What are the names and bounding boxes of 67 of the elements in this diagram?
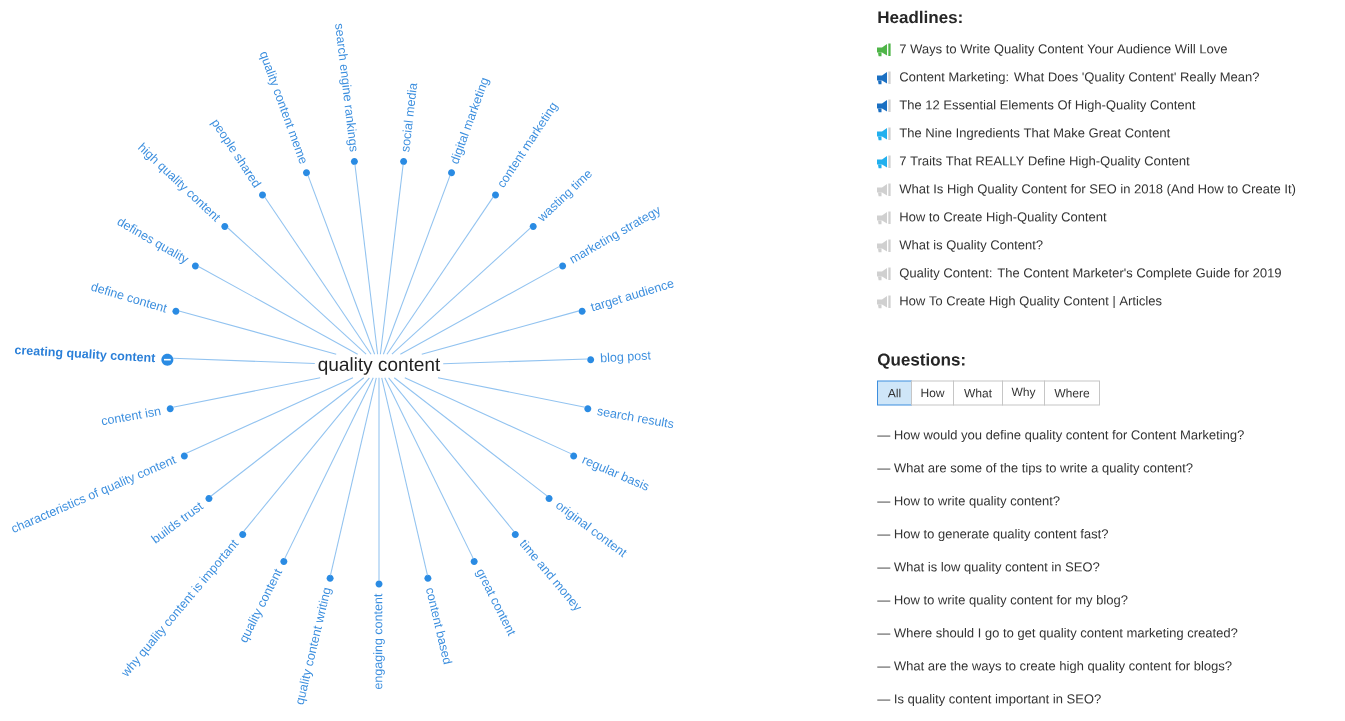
headline-text: What is Quality Content? — [899, 239, 1043, 253]
subtopic-label: define content — [91, 282, 168, 313]
connector-line — [378, 377, 380, 582]
question-text: — What are some of the tips to write a quality content? — [877, 462, 1193, 476]
connector-line — [391, 227, 532, 355]
connector-line — [442, 358, 589, 365]
subtopic-label: quality content meme — [258, 52, 306, 164]
question-text: — How to write quality content? — [877, 495, 1060, 509]
connector-line — [404, 377, 572, 455]
subtopic-label: search results — [597, 408, 674, 429]
connector-line — [227, 227, 367, 355]
headline-text: 7 Traits That REALLY Define High-Quality Content — [899, 155, 1190, 169]
connector-line — [354, 163, 379, 355]
question-text: — Is quality content important in SEO? — [877, 693, 1101, 707]
subtopic-label: engaging content — [373, 593, 385, 690]
tab-button: How — [911, 380, 954, 406]
question-text: — How would you define quality content for Content Marketing? — [877, 429, 1244, 443]
headline-text: How to Create High-Quality Content — [900, 211, 1107, 225]
tab-button: What — [953, 380, 1003, 406]
connector-line — [382, 174, 451, 355]
connector-line — [386, 196, 494, 355]
tab-button: Where — [1044, 380, 1100, 406]
subtopic-label: creating quality content — [14, 346, 156, 363]
headline-text: What Is High Quality Content for SEO in 2018 (And How to Create It) — [899, 183, 1296, 197]
connector-line — [307, 174, 376, 355]
connector-line — [185, 377, 354, 454]
section-heading: Questions: — [877, 353, 965, 369]
connector-line — [399, 265, 560, 355]
headline-text: The 12 Essential Elements Of High-Quality Content — [899, 99, 1196, 113]
connector-line — [379, 163, 404, 355]
section-heading: Headlines: — [878, 10, 962, 24]
subtopic-label: social media — [402, 83, 418, 152]
question-text: — How to write quality content for my blog? — [877, 594, 1128, 608]
question-text: — What is low quality content in SEO? — [877, 561, 1100, 575]
connector-line — [384, 377, 474, 560]
subtopic-label: quality content writing — [297, 587, 333, 705]
connector-line — [393, 377, 548, 497]
tab-button: Why — [1002, 380, 1045, 406]
question-text: — How to generate quality content fast? — [877, 528, 1108, 542]
connector-line — [210, 377, 365, 497]
headline-text: 7 Ways to Write Quality Content Your Audience Will Love — [899, 43, 1227, 57]
headline-text: How To Create High Quality Content | Articles — [900, 295, 1162, 309]
subtopic-label: target audience — [590, 281, 674, 312]
connector-line — [172, 377, 321, 408]
connector-line — [421, 310, 580, 355]
headline-text: Quality Content: The Content Marketer's Complete Guide for 2019 — [899, 267, 1281, 281]
connector-line — [264, 196, 372, 355]
subtopic-label: blog post — [600, 351, 651, 364]
tab-button: All — [877, 380, 912, 406]
connector-line — [437, 377, 586, 408]
headline-text: Content Marketing: What Does 'Quality Content' Really Mean? — [899, 71, 1259, 85]
question-text: — What are the ways to create high quality content for blogs? — [877, 660, 1232, 674]
connector-line — [329, 377, 377, 576]
headline-text: The Nine Ingredients That Make Great Content — [899, 127, 1171, 141]
question-text: — Where should I go to get quality content marketing created? — [877, 627, 1238, 641]
connector-line — [381, 377, 429, 576]
central-topic: quality content — [318, 357, 441, 375]
subtopic-label: regular basis — [582, 457, 649, 491]
connector-line — [388, 377, 515, 533]
connector-line — [178, 310, 337, 355]
connector-line — [243, 377, 370, 532]
connector-line — [284, 377, 374, 560]
subtopic-label: search engine rankings — [335, 23, 357, 152]
subtopic-label: content based — [426, 588, 453, 665]
connector-line — [172, 357, 316, 365]
subtopic-label: content isn — [101, 408, 161, 425]
connector-line — [197, 266, 359, 355]
